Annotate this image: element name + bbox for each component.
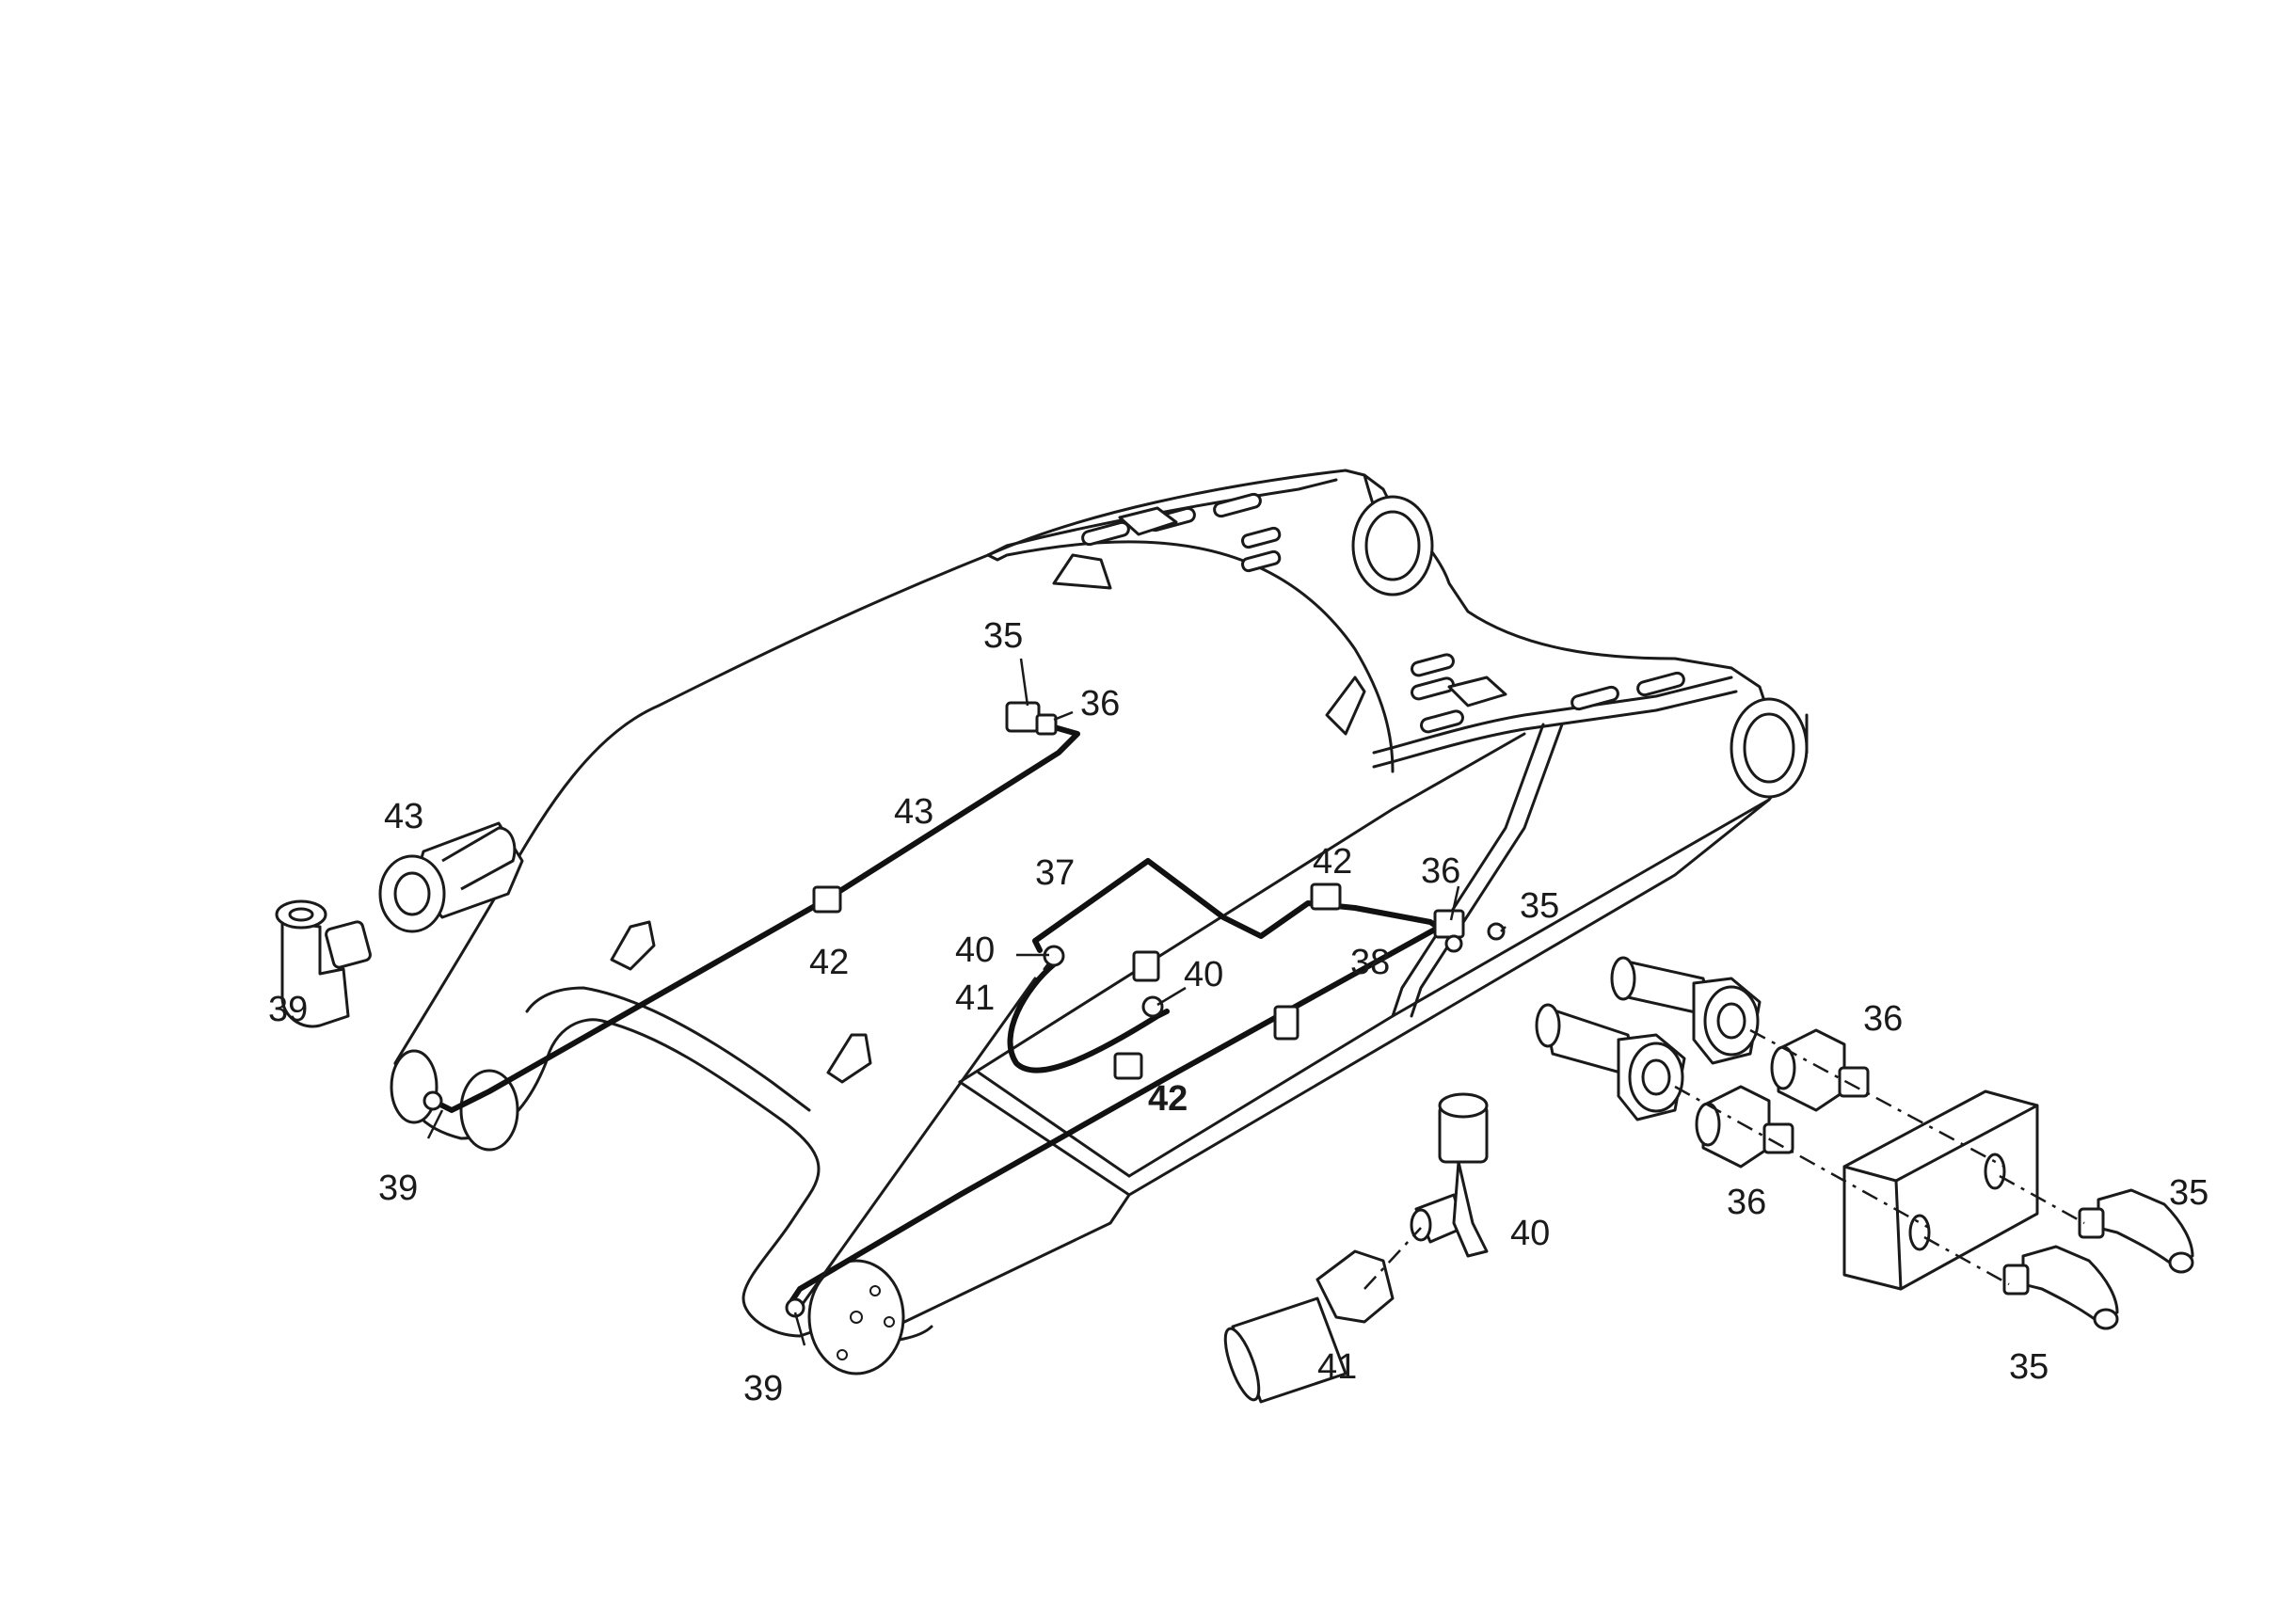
grease-lines [430,722,1461,1310]
nut-pipe-43 [378,821,524,933]
leader-lines [426,658,1507,1346]
callout-42-low: 42 [1148,1079,1188,1119]
grease-nipple-35-upper [2078,1188,2194,1274]
callout-36-mid: 36 [1421,851,1460,891]
line-clamps [423,701,1506,1318]
pipe-nut-36-upper [1610,956,1762,1065]
assembly-lines [1363,1028,2085,1290]
callout-37: 37 [1035,853,1075,893]
mounting-lugs [610,553,1366,1084]
callout-35-right-upper: 35 [2169,1173,2208,1213]
callout-36-top: 36 [1080,684,1120,724]
callout-43-line: 43 [894,792,933,832]
grease-nipple-35-lower [2002,1245,2119,1330]
callout-41-a: 41 [955,978,995,1018]
adapter-36-lower [1695,1085,1794,1169]
callout-40-c: 40 [1510,1214,1550,1253]
boom-arm [393,469,1809,1344]
callout-39-pin: 39 [378,1169,418,1208]
callout-35-top: 35 [983,616,1023,656]
hose-41 [1223,1249,1395,1404]
callout-40-b: 40 [1184,955,1223,994]
bottom-pin-boss [807,1259,905,1376]
callout-39-low: 39 [743,1369,783,1408]
left-pin-boss [390,1049,519,1152]
callout-36-right-upper: 36 [1863,999,1903,1039]
callout-39-part: 39 [268,990,308,1029]
tee-fitting-40 [1410,1092,1489,1258]
right-pin-boss [1730,697,1809,799]
distribution-block [1842,1089,2039,1291]
callout-35-mid: 35 [1520,886,1559,926]
elbow-fitting-39 [275,899,372,1028]
plate-slots [1081,492,1685,734]
callout-41-c: 41 [1317,1347,1357,1387]
callout-40-a: 40 [955,930,995,970]
callout-36-right-lower: 36 [1727,1183,1766,1222]
callout-43-part: 43 [384,797,423,836]
adapter-36-upper [1770,1028,1870,1112]
callout-35-right-lower: 35 [2009,1347,2049,1387]
callout-38: 38 [1350,943,1390,982]
top-pin-boss [1351,495,1434,596]
callout-labels: 35 36 43 43 39 42 39 37 40 41 40 42 36 3… [268,616,2208,1408]
pipe-nut-36-lower [1535,1003,1686,1121]
callout-42-left: 42 [809,943,849,982]
callout-42-mid: 42 [1313,842,1352,882]
